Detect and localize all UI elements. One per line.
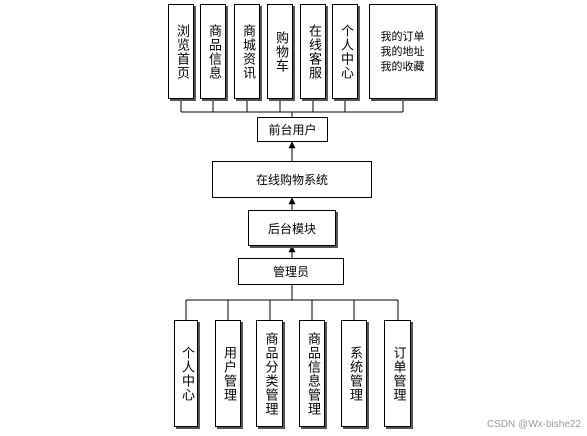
module-line-address: 我的地址 (380, 45, 425, 58)
admin-label: 管理员 (272, 265, 309, 279)
backend-module-label: 后台模块 (267, 221, 316, 236)
module-online-service: 在线客服 (300, 4, 326, 99)
admin-module-product-management: 商品信息管理 (299, 320, 325, 427)
module-browse-home: 浏览首页 (168, 4, 194, 99)
module-label: 购物车 (273, 30, 288, 73)
module-mall-news: 商城资讯 (234, 4, 260, 99)
module-label: 商品分类管理 (262, 331, 278, 416)
system-label: 在线购物系统 (255, 173, 328, 187)
module-label: 系统管理 (347, 345, 362, 402)
module-orders-address-favorites: 我的订单 我的地址 我的收藏 (369, 4, 436, 99)
watermark: CSDN @Wx-bishe22 (486, 419, 581, 430)
module-label: 在线客服 (306, 23, 321, 80)
module-label: 订单管理 (390, 345, 406, 402)
frontend-user-label: 前台用户 (268, 123, 317, 137)
module-label: 用户管理 (221, 345, 236, 402)
module-label: 个人中心 (179, 345, 194, 402)
module-line-orders: 我的订单 (380, 30, 425, 43)
system-box: 在线购物系统 (212, 161, 372, 198)
backend-module-box: 后台模块 (248, 210, 336, 246)
module-label: 商城资讯 (240, 23, 255, 80)
admin-module-user-management: 用户管理 (215, 320, 241, 427)
admin-module-system-management: 系统管理 (341, 320, 367, 427)
admin-module-category-management: 商品分类管理 (256, 320, 283, 427)
module-label: 浏览首页 (174, 23, 189, 80)
frontend-user-box: 前台用户 (257, 117, 328, 142)
admin-box: 管理员 (238, 258, 344, 285)
admin-module-personal-center: 个人中心 (174, 320, 198, 427)
module-label: 个人中心 (338, 23, 353, 80)
module-product-info: 商品信息 (200, 4, 226, 99)
admin-module-order-management: 订单管理 (384, 320, 411, 427)
module-label: 商品信息 (206, 23, 221, 80)
module-personal-center: 个人中心 (332, 4, 358, 99)
module-line-favorites: 我的收藏 (380, 60, 425, 73)
module-label: 商品信息管理 (305, 331, 320, 416)
module-shopping-cart: 购物车 (267, 4, 293, 99)
